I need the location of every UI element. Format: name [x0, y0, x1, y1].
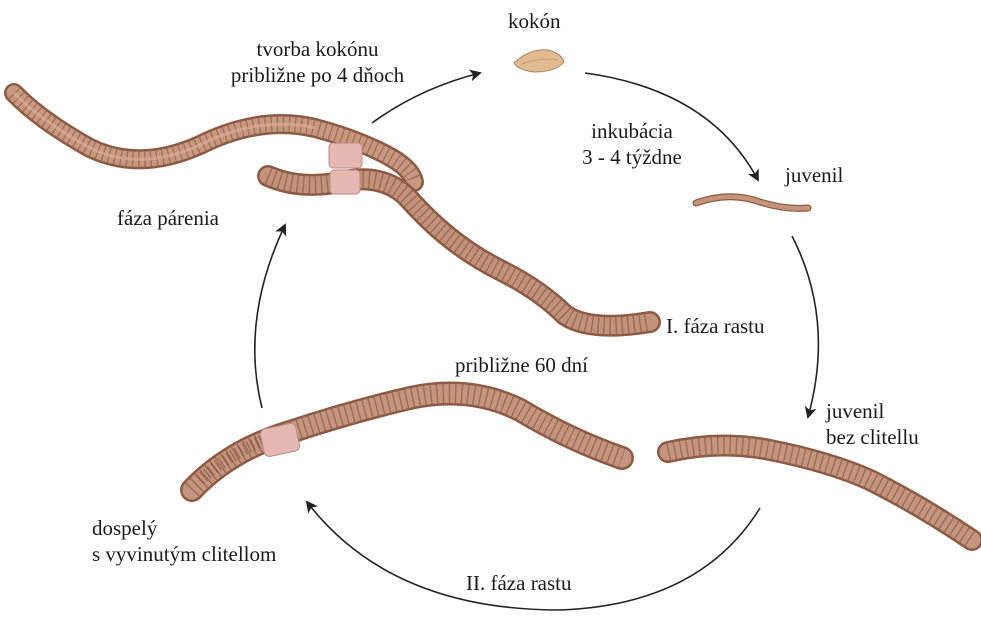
- label-incubation-line2: 3 - 4 týždne: [562, 144, 702, 170]
- label-adult-line1: dospelý: [92, 515, 276, 541]
- adult-worm-icon: [192, 394, 622, 490]
- juvenile-worm-icon: [696, 197, 808, 209]
- label-adult: dospelý s vyvinutým clitellom: [92, 515, 276, 567]
- label-cocoon-formation-line1: tvorba kokónu: [205, 36, 430, 62]
- label-cocoon: kokón: [508, 8, 561, 34]
- juvenile-no-clitellum-worm-icon: [668, 445, 972, 540]
- label-mating-phase: fáza párenia: [117, 205, 219, 231]
- mating-worm-upper-icon: [14, 93, 414, 182]
- label-adult-line2: s vyvinutým clitellom: [92, 541, 276, 567]
- label-growth-phase-1: I. fáza rastu: [666, 313, 765, 339]
- mating-worm-lower-icon: [268, 170, 650, 326]
- label-approx-days: približne 60 dní: [455, 352, 588, 378]
- label-growth-phase-2: II. fáza rastu: [466, 570, 572, 596]
- label-cocoon-formation-line2: približne po 4 dňoch: [205, 62, 430, 88]
- clitellum-upper: [329, 143, 362, 168]
- arrow-juvenile-growth: [792, 236, 818, 417]
- label-juvenile: juvenil: [785, 162, 843, 188]
- clitellum-lower: [330, 170, 360, 194]
- label-juvenile-no-clitellum: juvenil bez clitellu: [826, 398, 919, 450]
- label-incubation: inkubácia 3 - 4 týždne: [562, 118, 702, 170]
- arrow-adult-to-mating: [255, 225, 285, 408]
- label-juvenile-no-clitellum-line1: juvenil: [826, 398, 919, 424]
- label-cocoon-formation: tvorba kokónu približne po 4 dňoch: [205, 36, 430, 88]
- label-juvenile-no-clitellum-line2: bez clitellu: [826, 424, 919, 450]
- cocoon-icon: [514, 50, 564, 72]
- label-incubation-line1: inkubácia: [562, 118, 702, 144]
